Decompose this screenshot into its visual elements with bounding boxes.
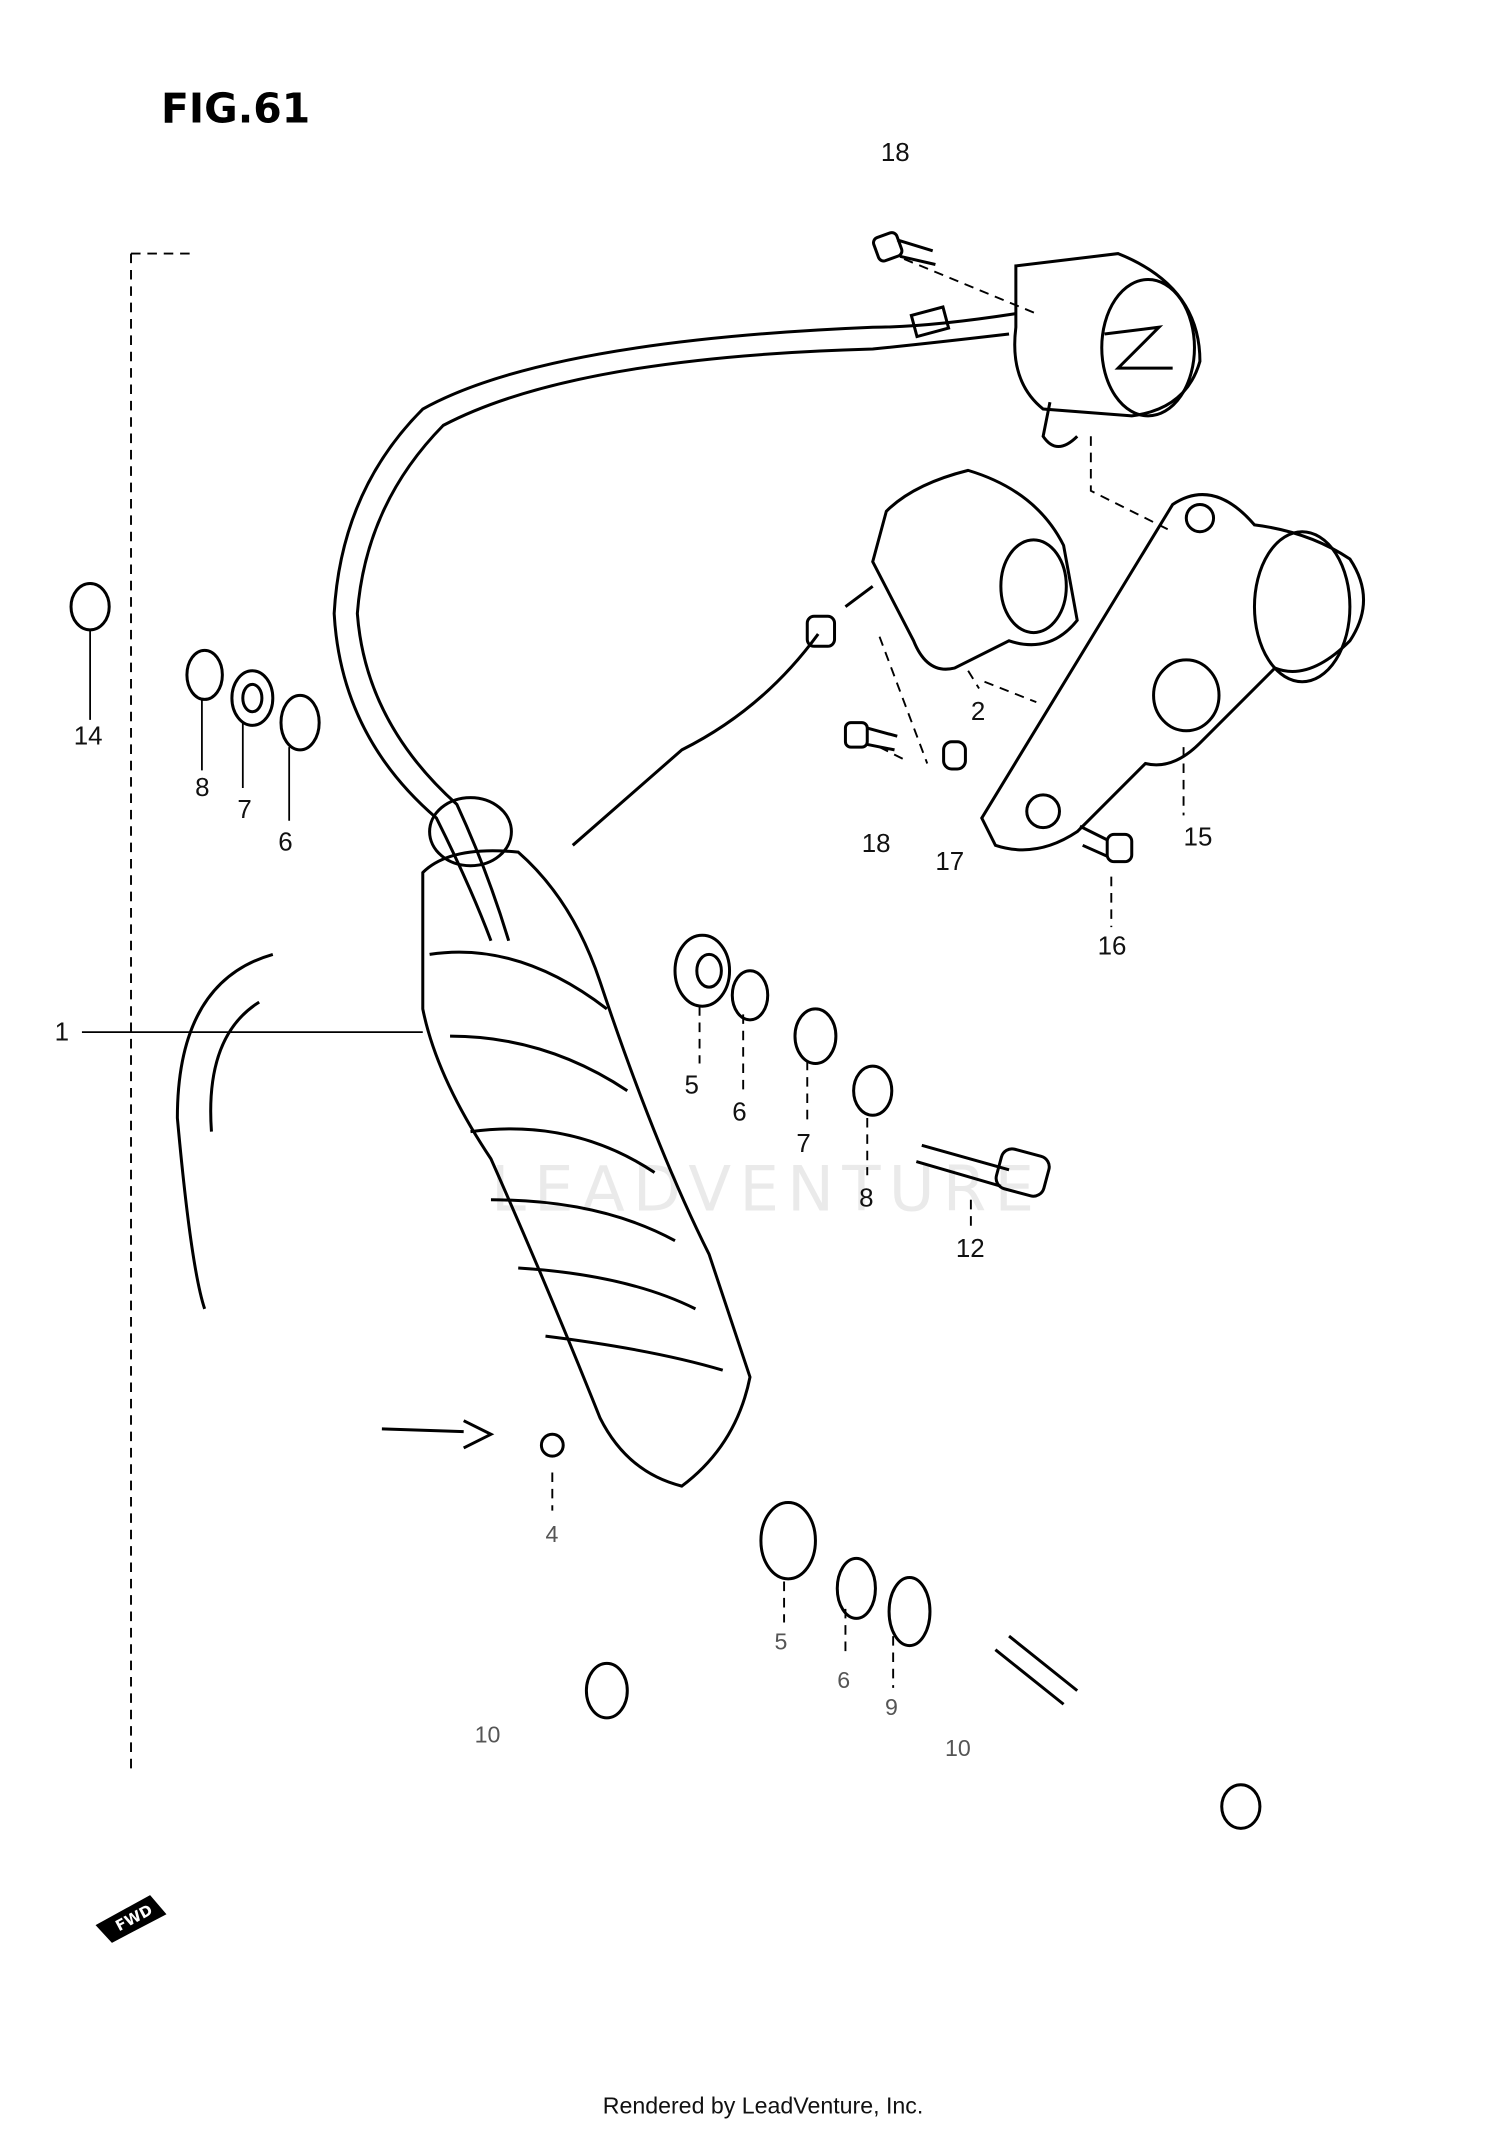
reservoir-top (1013, 252, 1202, 448)
leader-lines (81, 252, 1185, 1773)
callout: 15 (1184, 823, 1213, 851)
callout-labels: 18 14 8 7 6 2 18 17 15 16 1 5 6 7 8 12 4… (55, 139, 1213, 1761)
hose (332, 305, 1017, 942)
footer-credit: Rendered by LeadVenture, Inc. (603, 2092, 924, 2118)
callout: 2 (971, 698, 985, 726)
callout: 14 (74, 722, 103, 750)
callout: 12 (956, 1235, 985, 1263)
callout: 18 (881, 139, 910, 167)
callout: 8 (195, 774, 209, 802)
callout: 10 (945, 1735, 971, 1761)
bolt-18-top (872, 231, 936, 266)
upper-mount-hardware (673, 933, 1051, 1198)
lower-mount-hardware (584, 1500, 1262, 1830)
callout: 18 (862, 830, 891, 858)
callout: 9 (885, 1694, 898, 1720)
callout: 6 (278, 829, 292, 857)
adjuster-2 (571, 468, 1079, 847)
callout: 8 (859, 1185, 873, 1213)
washers-upper-left (69, 582, 321, 752)
callout: 1 (55, 1018, 69, 1046)
bracket-15 (980, 493, 1366, 852)
fwd-arrow-icon: FWD (95, 1895, 167, 1943)
callout: 17 (935, 848, 964, 876)
small-hardware (843, 721, 1134, 864)
callout: 4 (545, 1521, 558, 1547)
callout: 10 (475, 1721, 501, 1747)
callout: 16 (1098, 932, 1127, 960)
callout: 6 (732, 1099, 746, 1127)
callout: 7 (796, 1130, 810, 1158)
callout: 7 (237, 796, 251, 824)
callout: 5 (685, 1071, 699, 1099)
shock-absorber-1 (175, 796, 752, 1488)
figure-title: FIG.61 (161, 85, 310, 133)
callout: 5 (775, 1629, 788, 1655)
watermark: LEADVENTURE (491, 1153, 1042, 1226)
callout: 6 (837, 1667, 850, 1693)
